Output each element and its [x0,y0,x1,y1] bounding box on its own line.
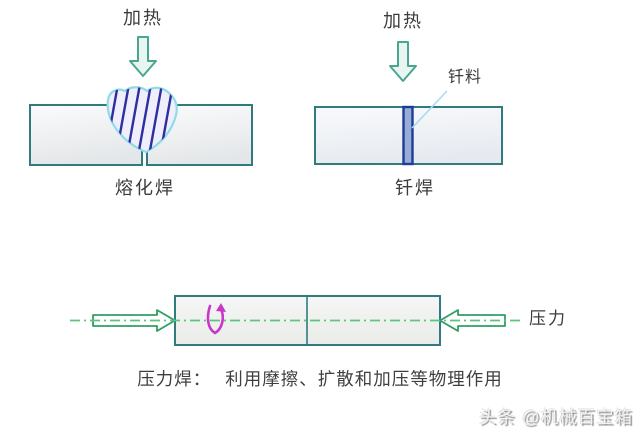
brazing-heat-arrow-icon [389,41,417,82]
fusion-caption: 熔化焊 [115,178,175,198]
friction-rotation-arrowhead-icon [216,303,226,312]
filler-leader-line [411,90,448,129]
braze-filler-strip [402,105,414,166]
fusion-heat-arrow-icon [129,36,157,77]
pressure-caption-body: 利用摩擦、扩散和加压等物理作用 [225,369,503,389]
brazing-filler-label: 钎料 [448,69,483,86]
watermark: 头条 @机械百宝箱 [478,407,633,427]
pressure-caption-title: 压力焊： [137,369,212,389]
pressure-arrow-right-icon [439,309,506,332]
friction-rotation-icon [206,304,225,335]
fusion-heat-label: 加热 [123,8,163,28]
brazing-heat-label: 加热 [383,11,423,31]
pressure-force-label: 压力 [529,309,567,328]
brazing-caption: 钎焊 [395,178,435,198]
pressure-caption: 压力焊： 利用摩擦、扩散和加压等物理作用 [0,366,640,391]
pressure-arrow-left-icon [92,309,176,332]
